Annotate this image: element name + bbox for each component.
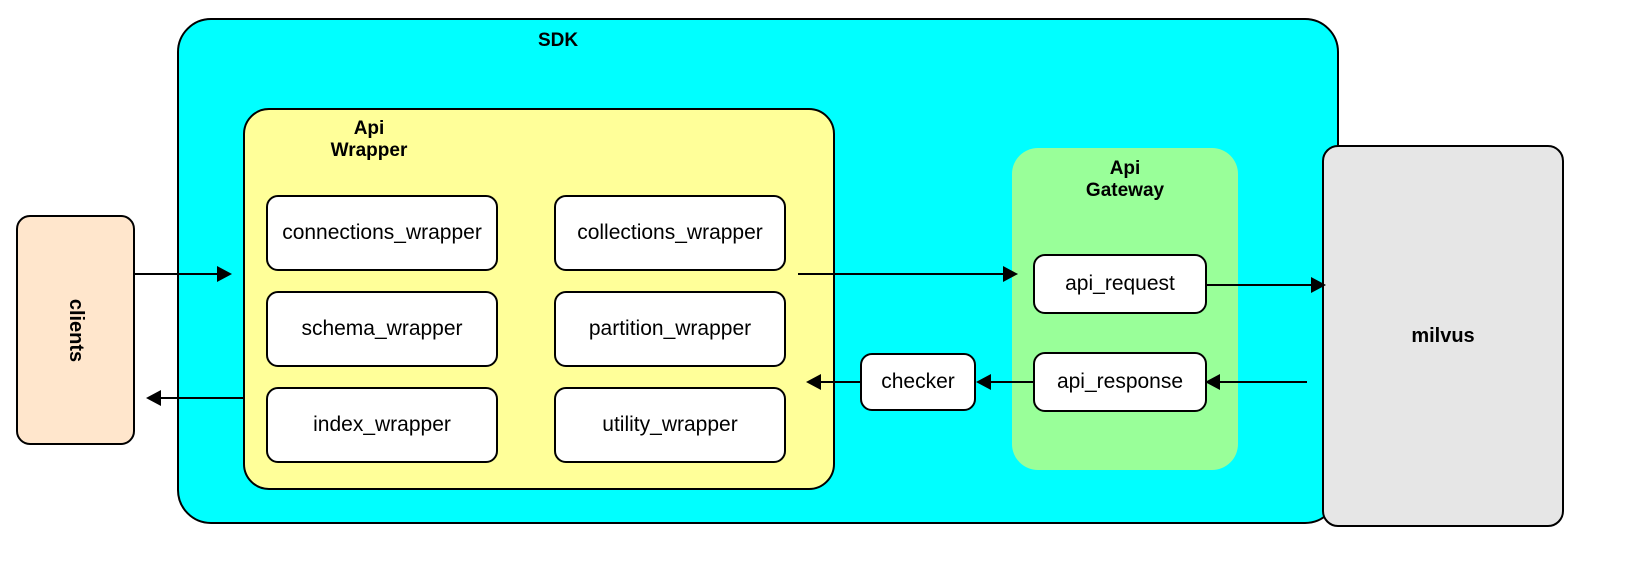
container-api-gateway-label: Api Gateway bbox=[1085, 158, 1165, 201]
node-schema-wrapper[interactable]: schema_wrapper bbox=[266, 291, 498, 367]
node-partition-wrapper[interactable]: partition_wrapper bbox=[554, 291, 786, 367]
arrow-api-request-to-milvus bbox=[1207, 284, 1324, 286]
node-connections-wrapper[interactable]: connections_wrapper bbox=[266, 195, 498, 271]
node-clients[interactable]: clients bbox=[16, 215, 135, 445]
node-index-wrapper[interactable]: index_wrapper bbox=[266, 387, 498, 463]
arrow-clients-to-api-wrapper bbox=[135, 273, 230, 275]
node-collections-wrapper-label: collections_wrapper bbox=[577, 221, 763, 244]
node-checker[interactable]: checker bbox=[860, 353, 976, 411]
arrow-checker-to-api-wrapper bbox=[808, 381, 861, 383]
node-partition-wrapper-label: partition_wrapper bbox=[588, 317, 752, 340]
node-utility-wrapper-label: utility_wrapper bbox=[602, 413, 738, 436]
node-milvus-label: milvus bbox=[1411, 324, 1475, 347]
container-sdk-label: SDK bbox=[537, 30, 579, 51]
node-checker-label: checker bbox=[881, 370, 955, 393]
node-clients-label: clients bbox=[64, 298, 87, 362]
node-connections-wrapper-label: connections_wrapper bbox=[282, 221, 482, 244]
container-api-wrapper-label: Api Wrapper bbox=[330, 118, 408, 161]
node-api-response[interactable]: api_response bbox=[1033, 352, 1207, 412]
node-collections-wrapper[interactable]: collections_wrapper bbox=[554, 195, 786, 271]
arrow-api-wrapper-to-api-gateway bbox=[798, 273, 1016, 275]
node-api-request-label: api_request bbox=[1065, 272, 1175, 295]
node-utility-wrapper[interactable]: utility_wrapper bbox=[554, 387, 786, 463]
arrow-api-response-to-checker bbox=[978, 381, 1034, 383]
arrow-api-wrapper-to-clients bbox=[148, 397, 243, 399]
node-milvus[interactable]: milvus bbox=[1322, 145, 1564, 527]
node-index-wrapper-label: index_wrapper bbox=[313, 413, 451, 436]
arrow-milvus-to-api-response bbox=[1207, 381, 1307, 383]
node-schema-wrapper-label: schema_wrapper bbox=[301, 317, 463, 340]
node-api-response-label: api_response bbox=[1056, 370, 1184, 393]
node-api-request[interactable]: api_request bbox=[1033, 254, 1207, 314]
